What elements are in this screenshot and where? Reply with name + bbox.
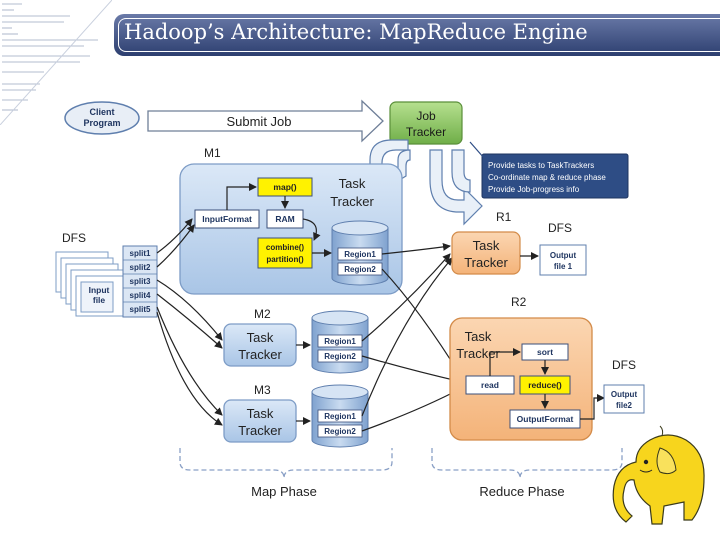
r2-reduce-label: reduce() (528, 380, 562, 390)
input-file-line1: Input (89, 285, 110, 295)
m1-task-tracker-line2: Tracker (330, 194, 374, 209)
m3-region-cylinder: Region1 Region2 (311, 384, 369, 448)
m1-combine-label: combine() (266, 243, 305, 252)
title-bar-border (118, 18, 720, 52)
splits-column: split1 split2 split3 split4 split5 (122, 245, 158, 318)
note-line-3: Provide Job-progress info (488, 185, 580, 194)
m3-node: M3 Task Tracker Region1 Region2 (223, 383, 369, 448)
client-program: Client Program (64, 101, 140, 135)
m1-region-cylinder: Region1 Region2 (331, 220, 389, 286)
split-3: split3 (130, 277, 151, 286)
m3-region1-label: Region1 (324, 412, 356, 421)
m2-region1-label: Region1 (324, 337, 356, 346)
r1-dfs-label: DFS (548, 221, 572, 235)
code-snippet-decoration (0, 0, 112, 125)
r2-output-format-label: OutputFormat (517, 414, 574, 424)
m2-task-tracker-line1: Task (247, 330, 274, 345)
hadoop-elephant-logo (612, 425, 705, 525)
m1-partition-label: partition() (266, 255, 304, 264)
m1-task-tracker-line1: Task (339, 176, 366, 191)
m1-input-format-label: InputFormat (202, 214, 252, 224)
m3-task-tracker-line1: Task (247, 406, 274, 421)
m1-region1-label: Region1 (344, 250, 376, 259)
job-tracker-label-line1: Job (416, 109, 436, 123)
job-tracker: Job Tracker (389, 101, 463, 145)
submit-job-label: Submit Job (226, 114, 291, 129)
m2-region-cylinder: Region1 Region2 (311, 310, 369, 374)
phase-brackets (179, 448, 623, 479)
submit-job-arrow: Submit Job (147, 99, 384, 143)
r2-label: R2 (511, 295, 527, 309)
client-label-line2: Program (83, 118, 120, 128)
dfs-left-label: DFS (62, 231, 86, 245)
m1-map-label: map() (273, 182, 296, 192)
map-phase-label: Map Phase (251, 484, 317, 499)
r2-node: R2 Task Tracker sort read reduce() Outpu… (449, 295, 645, 441)
m2-region2-label: Region2 (324, 352, 356, 361)
r2-task-tracker-line1: Task (465, 329, 492, 344)
r2-sort-label: sort (537, 347, 553, 357)
r1-task-tracker-line2: Tracker (464, 255, 508, 270)
title-bar: Hadoop’s Architecture: MapReduce Engine (114, 14, 720, 56)
r1-output-line1: Output (550, 251, 577, 260)
note-line-2: Co-ordinate map & reduce phase (488, 173, 606, 182)
dfs-input: DFS Input file split1 split2 split3 spli… (55, 231, 158, 318)
r2-read-label: read (481, 380, 499, 390)
job-tracker-label-line2: Tracker (406, 125, 446, 139)
job-tracker-notes: Provide tasks to TaskTrackers Co-ordinat… (469, 141, 629, 199)
r1-node: R1 Task Tracker DFS Output file 1 (451, 210, 587, 276)
m3-label: M3 (254, 383, 271, 397)
m2-label: M2 (254, 307, 271, 321)
m3-task-tracker-line2: Tracker (238, 423, 282, 438)
slide-title: Hadoop’s Architecture: MapReduce Engine (124, 20, 588, 44)
m1-label: M1 (204, 146, 221, 160)
r1-label: R1 (496, 210, 512, 224)
split-to-tracker-arrows (156, 218, 223, 426)
r1-task-tracker-line1: Task (473, 238, 500, 253)
m2-task-tracker-line2: Tracker (238, 347, 282, 362)
m1-node: M1 Task Tracker map() InputFormat RAM co… (179, 146, 403, 295)
input-file-line2: file (93, 295, 106, 305)
note-line-1: Provide tasks to TaskTrackers (488, 161, 594, 170)
split-4: split4 (130, 291, 151, 300)
stacked-input-pages (55, 251, 129, 317)
r1-output-line2: file 1 (554, 262, 573, 271)
split-5: split5 (130, 305, 151, 314)
m2-node: M2 Task Tracker Region1 Region2 (223, 307, 369, 374)
r2-task-tracker-line2: Tracker (456, 346, 500, 361)
m3-region2-label: Region2 (324, 427, 356, 436)
m1-combine-box (257, 237, 313, 269)
client-label-line1: Client (89, 107, 114, 117)
r2-output-line2: file2 (616, 401, 633, 410)
r2-dfs-label: DFS (612, 358, 636, 372)
split-2: split2 (130, 263, 151, 272)
reduce-phase-label: Reduce Phase (479, 484, 564, 499)
split-1: split1 (130, 249, 151, 258)
m1-region2-label: Region2 (344, 265, 376, 274)
r2-output-line1: Output (611, 390, 638, 399)
m1-ram-label: RAM (275, 214, 294, 224)
